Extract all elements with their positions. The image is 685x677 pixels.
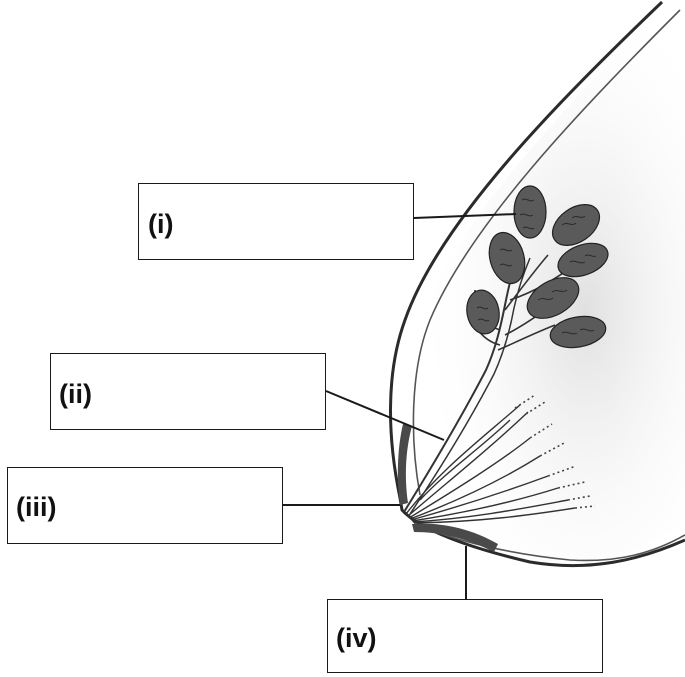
- breast-interior-shading: [402, 0, 685, 566]
- label-box-i[interactable]: (i): [138, 183, 414, 260]
- label-iv: (iv): [336, 625, 377, 652]
- label-box-ii[interactable]: (ii): [50, 353, 326, 430]
- label-box-iv[interactable]: (iv): [327, 599, 603, 673]
- lobule-1: [514, 186, 546, 238]
- label-i: (i): [148, 211, 173, 238]
- label-ii: (ii): [59, 381, 92, 408]
- label-iii: (iii): [16, 494, 57, 521]
- label-box-iii[interactable]: (iii): [7, 467, 283, 544]
